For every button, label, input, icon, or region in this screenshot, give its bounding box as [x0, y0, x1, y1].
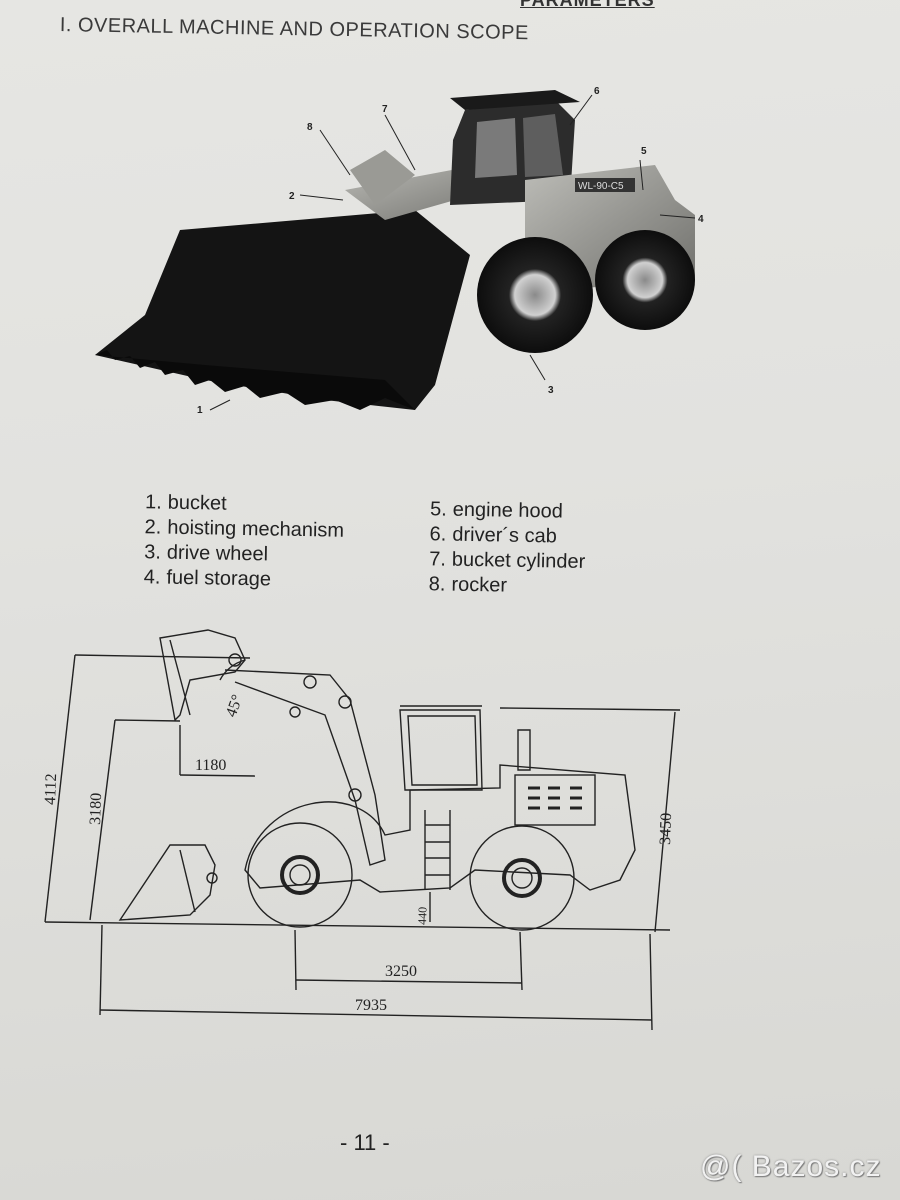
dim-angle: 45°	[223, 692, 247, 719]
photo-brand-text: WL-90-C5	[578, 181, 624, 192]
legend-right-column: 5.engine hood 6.driver´s cab 7.bucket cy…	[413, 497, 586, 600]
dimension-drawing: 4112 3180 1180 45° 440 3450 3250 7935	[42, 629, 681, 1031]
dim-reach: 1180	[195, 757, 226, 774]
dim-height-dump: 3180	[87, 793, 105, 826]
legend-item: 2.hoisting mechanism	[129, 515, 344, 544]
callout-6: 6	[594, 86, 600, 97]
legend-label: drive wheel	[166, 541, 269, 566]
legend-item: 5.engine hood	[415, 497, 587, 525]
dim-height-max: 4112	[42, 773, 60, 805]
chapter-header-fragment: PARAMETERS	[520, 0, 655, 10]
legend-label: bucket	[167, 491, 227, 515]
legend-number: 8.	[428, 573, 446, 596]
section-title: I. OVERALL MACHINE AND OPERATION SCOPE	[59, 14, 530, 45]
legend-item: 8.rocker	[413, 572, 585, 600]
legend-label: driver´s cab	[452, 523, 558, 548]
legend-item: 6.driver´s cab	[414, 522, 586, 550]
dim-overall-height: 3450	[657, 813, 675, 846]
legend-number: 7.	[429, 548, 447, 571]
watermark: @( Bazos.cz	[700, 1150, 882, 1183]
legend-number: 5.	[429, 498, 447, 521]
legend-label: engine hood	[452, 498, 564, 523]
legend-item: 7.bucket cylinder	[414, 547, 586, 575]
legend-left-column: 1.bucket 2.hoisting mechanism 3.drive wh…	[128, 490, 345, 594]
callout-3: 3	[548, 385, 554, 396]
wheel-loader-photo: WL-90-C5 1 2 3 4 5 6 7 8	[95, 86, 704, 416]
legend-item: 3.drive wheel	[129, 540, 344, 569]
legend-label: bucket cylinder	[451, 548, 586, 573]
callout-7: 7	[382, 104, 388, 115]
dim-wheelbase: 3250	[385, 963, 417, 980]
legend-item: 1.bucket	[130, 490, 345, 519]
legend-label: fuel storage	[166, 566, 272, 591]
legend-label: hoisting mechanism	[167, 516, 345, 542]
dim-length: 7935	[355, 997, 387, 1014]
legend-number: 1.	[144, 491, 162, 514]
legend-number: 6.	[429, 523, 447, 546]
callout-1: 1	[197, 405, 203, 416]
legend-number: 2.	[144, 516, 162, 539]
page-number: - 11 -	[340, 1130, 390, 1155]
callout-8: 8	[307, 122, 313, 133]
legend-label: rocker	[451, 573, 508, 597]
legend-number: 3.	[144, 541, 162, 564]
callout-5: 5	[641, 146, 647, 157]
callout-2: 2	[289, 191, 295, 202]
dim-clearance: 440	[415, 907, 430, 925]
legend-number: 4.	[143, 566, 161, 589]
callout-4: 4	[698, 214, 704, 225]
legend-item: 4.fuel storage	[128, 565, 343, 594]
